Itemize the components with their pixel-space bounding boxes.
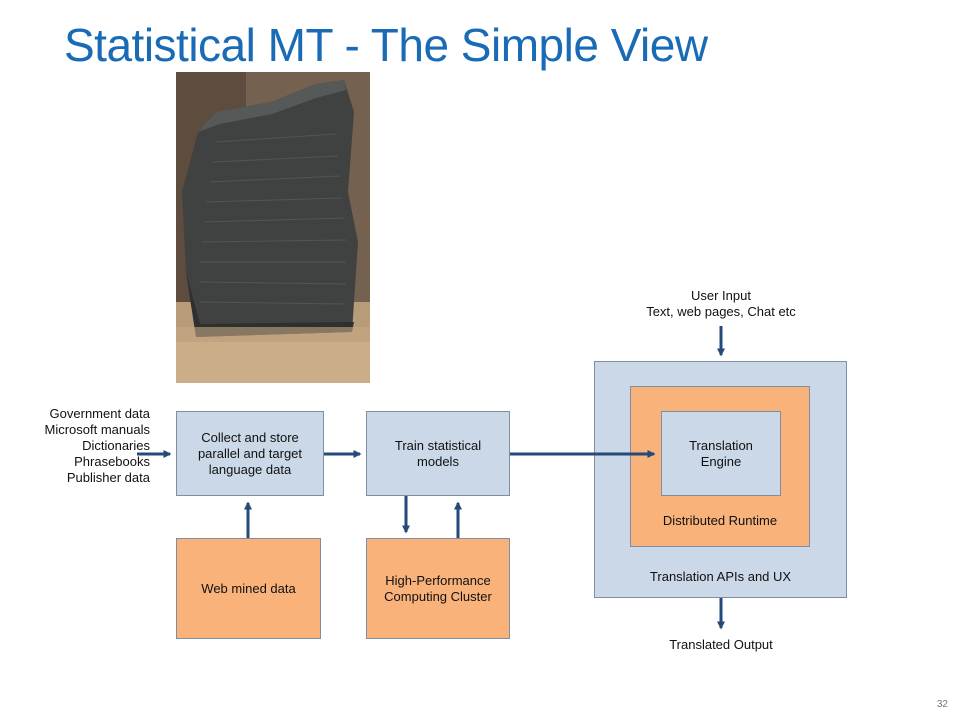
translation-apis-label: Translation APIs and UX (649, 569, 792, 584)
translated-output-label: Translated Output (669, 637, 773, 652)
rosetta-stone-photo (176, 72, 370, 383)
data-sources-label: Government data Microsoft manuals Dictio… (44, 406, 150, 485)
slide-title: Statistical MT - The Simple View (64, 19, 708, 71)
hpc-cluster-box: High-Performance Computing Cluster (366, 538, 510, 639)
collect-store-box: Collect and store parallel and target la… (176, 411, 324, 496)
distributed-runtime-label: Distributed Runtime (662, 513, 778, 528)
user-input-label: User Input Text, web pages, Chat etc (646, 288, 796, 319)
train-models-box: Train statistical models (366, 411, 510, 496)
web-mined-data-box: Web mined data (176, 538, 321, 639)
translation-engine-box: Translation Engine (661, 411, 781, 496)
rosetta-stone-illustration (176, 72, 370, 383)
page-number: 32 (936, 699, 948, 710)
